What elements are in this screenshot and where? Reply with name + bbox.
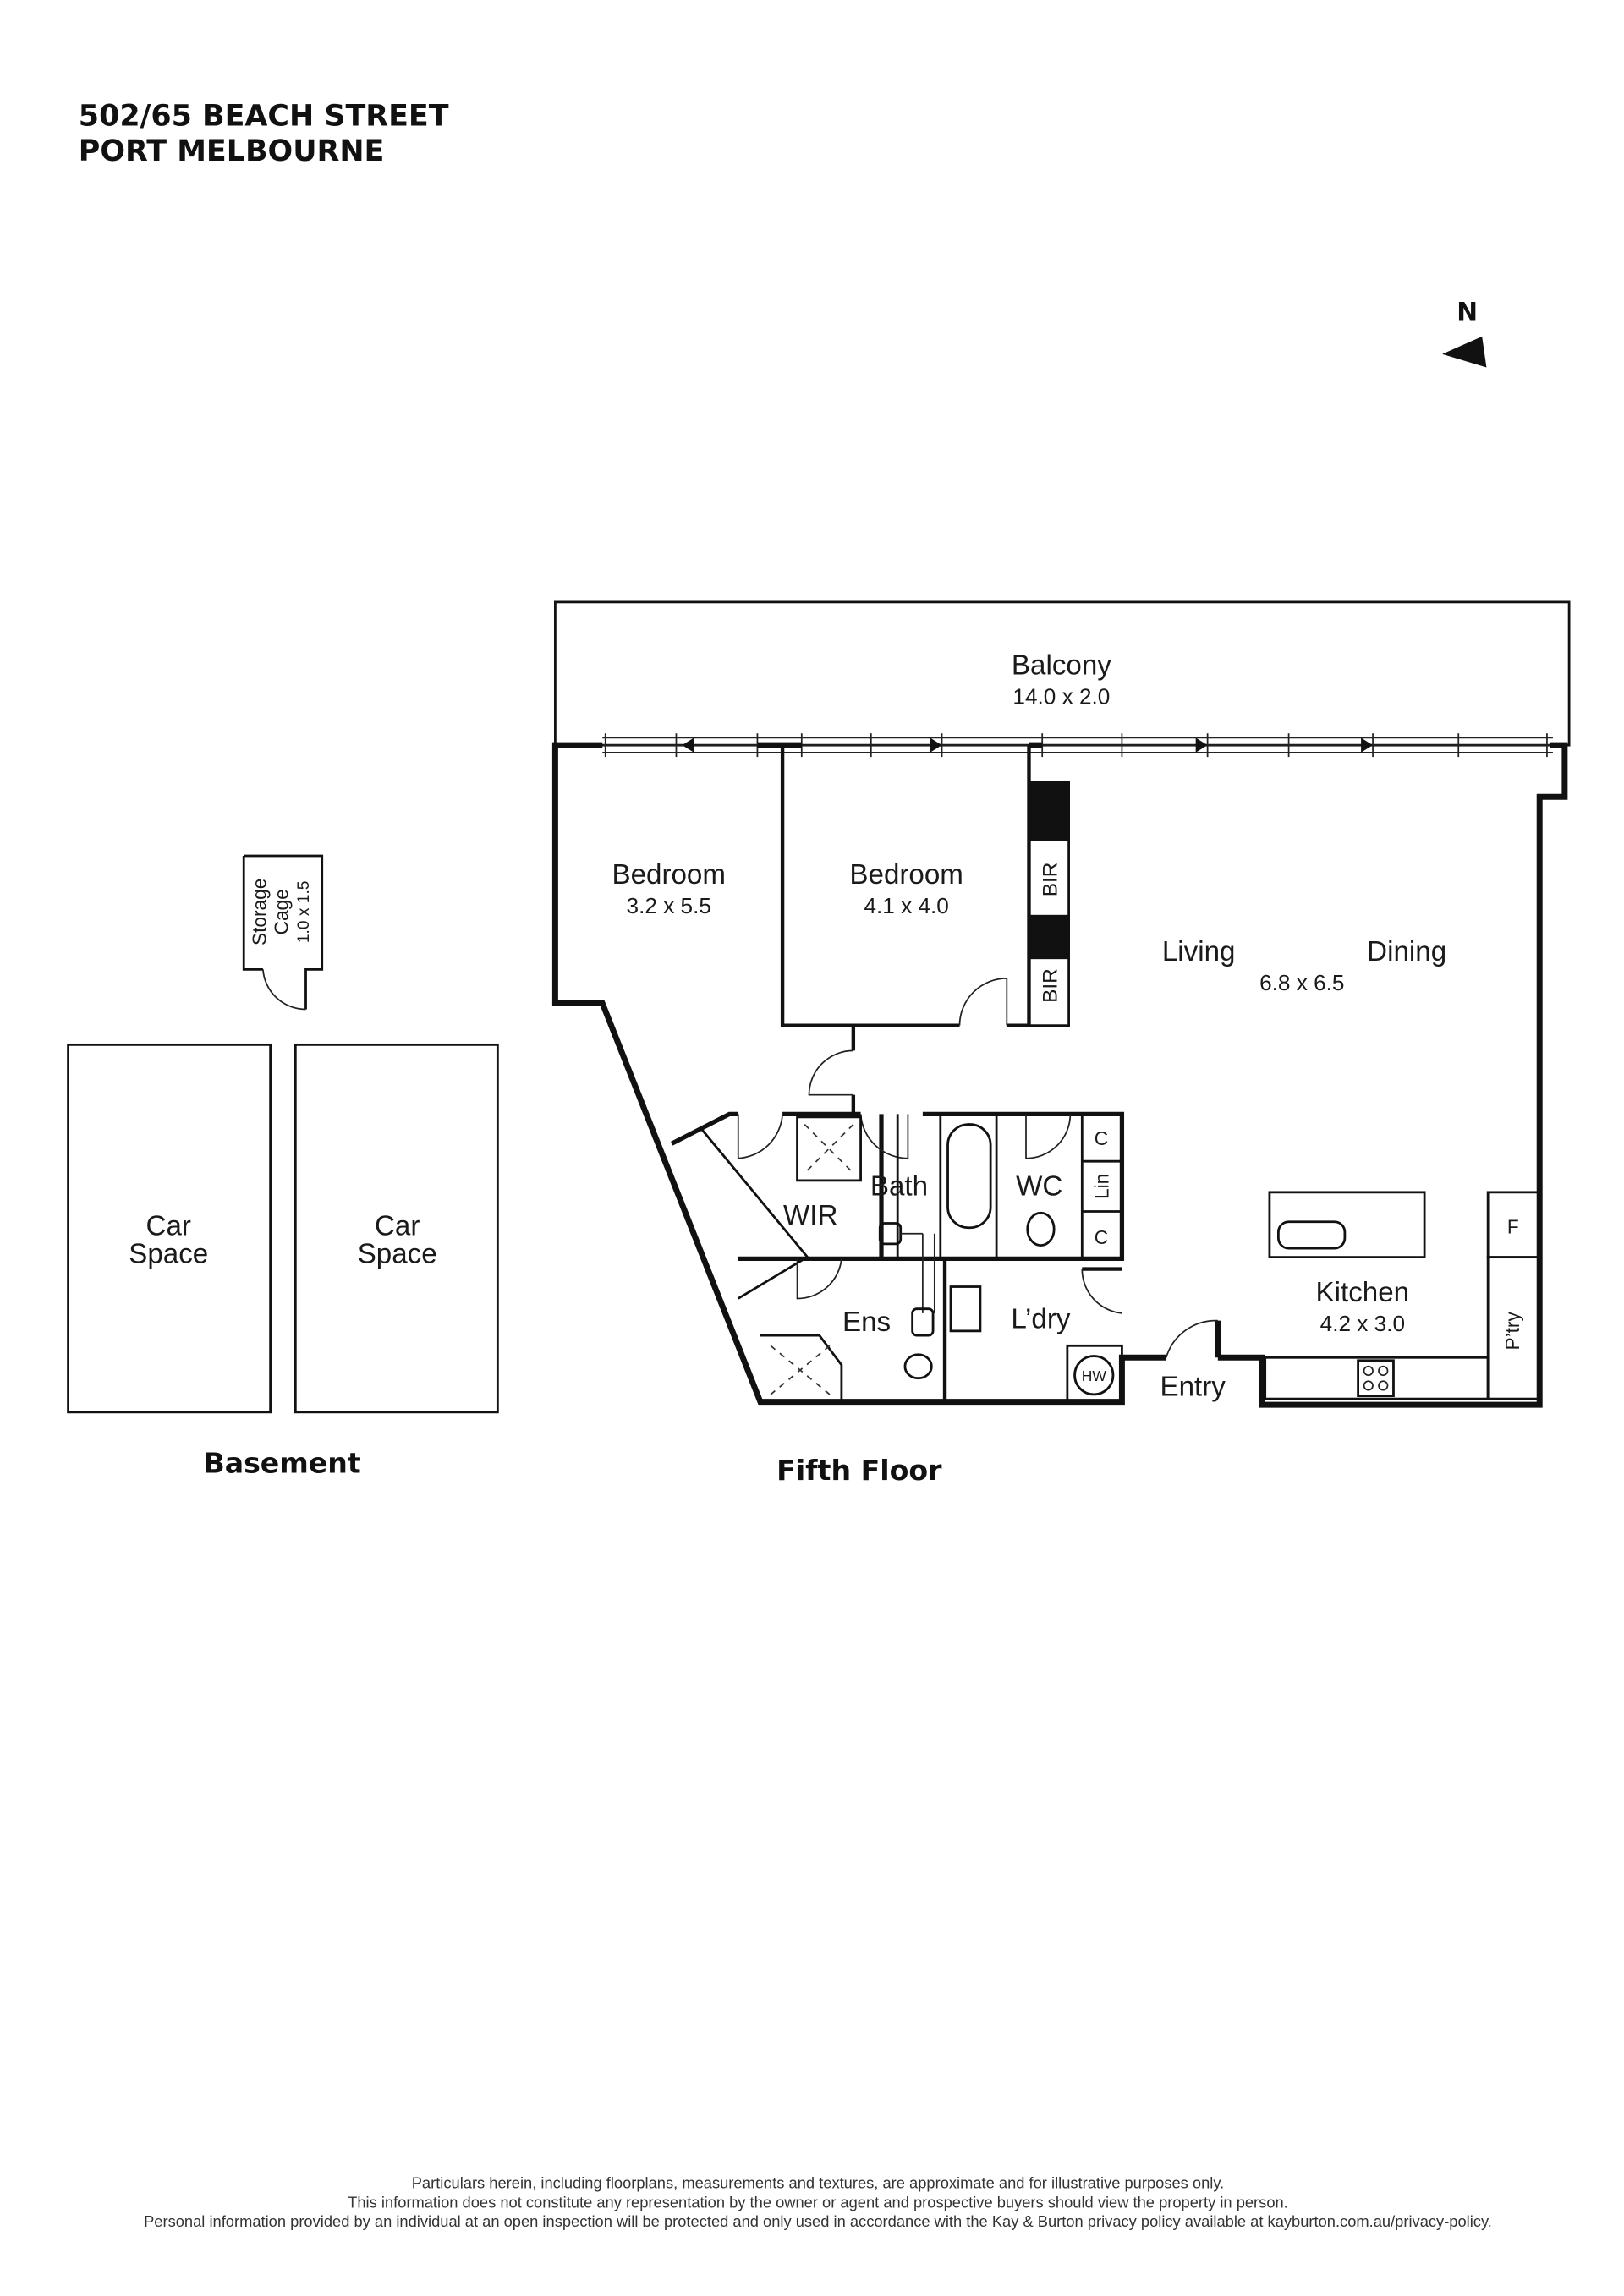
toilet-icon [1026,1211,1056,1247]
storage-label-1: Storage [248,879,270,945]
storage-door-swing [262,969,306,1011]
disclaimer-line-3: Personal information provided by an indi… [144,2212,1492,2230]
basement-plan: Storage Cage 1.0 x 1.5 Car Space Car Spa… [67,854,499,1414]
pantry [1486,1256,1541,1400]
slider-arrow-icon [682,737,694,753]
balcony-label: Balcony [1012,649,1111,681]
car-space-2-label-1: Car [375,1210,420,1241]
bedroom1-dims: 3.2 x 5.5 [627,893,711,918]
fifth-floor-plan: BIR BIR HW [551,600,1571,1408]
hw-label: HW [1082,1367,1107,1384]
shower-base [796,1115,862,1182]
balcony-dims: 14.0 x 2.0 [1012,683,1110,709]
storage-cage-outline [242,854,324,1010]
living-dining-dims: 6.8 x 6.5 [1259,970,1344,995]
bedroom1-label: Bedroom [612,859,726,890]
bedroom2-dims: 4.1 x 4.0 [864,893,948,918]
cooktop-icon [1357,1359,1395,1398]
bedroom2-label: Bedroom [849,859,963,890]
dining-label: Dining [1367,936,1446,967]
slider-arrow-icon [1195,737,1208,753]
cupboard-label-2: C [1095,1226,1108,1248]
slider-arrow-icon [930,737,942,753]
bedroom2-door-swing [958,977,1008,1026]
laundry-label: L’dry [1011,1303,1070,1334]
wir-robe [700,1127,809,1300]
north-label: N [1457,297,1478,326]
address-line-1: 502/65 BEACH STREET [79,99,449,133]
kitchen-bench [1264,1356,1490,1400]
level-label-basement: Basement [203,1446,360,1479]
storage-dims: 1.0 x 1.5 [295,881,313,944]
disclaimer-line-2: This information does not constitute any… [348,2193,1288,2211]
ensuite-label: Ens [842,1307,891,1338]
bir-label-1: BIR [1040,863,1062,897]
fridge-label: F [1507,1216,1519,1238]
bir-label-2: BIR [1040,968,1062,1003]
toilet-icon [903,1353,933,1380]
bath-label: Bath [870,1170,928,1202]
slider-arrow-icon [1361,737,1374,753]
hot-water-icon [1073,1355,1115,1396]
linen-label: Lin [1091,1174,1113,1199]
car-space-2 [294,1043,499,1414]
address-line-2: PORT MELBOURNE [79,134,385,168]
kitchen-dims: 4.2 x 3.0 [1320,1311,1405,1336]
disclaimer-line-1: Particulars herein, including floorplans… [412,2174,1225,2192]
wir-label: WIR [783,1200,837,1231]
north-arrow-icon [1442,336,1487,368]
level-label-fifth-floor: Fifth Floor [776,1454,942,1487]
car-space-1 [67,1043,272,1414]
laundry-tub [949,1285,982,1333]
cupboard-label-1: C [1095,1127,1108,1149]
car-space-1-label-2: Space [129,1239,208,1270]
window-wall [602,733,1553,758]
basin-icon [911,1307,935,1337]
wet-area-walls [671,1111,1125,1261]
hall-door-swing [808,1049,853,1096]
entry-label: Entry [1160,1372,1226,1403]
entry-door-swing [1165,1319,1218,1358]
storage-label-2: Cage [271,889,293,934]
kitchen-island [1268,1191,1426,1259]
car-space-2-label-2: Space [358,1239,437,1270]
bathtub [946,1123,992,1230]
sink-icon [1276,1220,1347,1250]
wc-label: WC [1016,1170,1062,1202]
kitchen-label: Kitchen [1316,1277,1410,1308]
pantry-label: P’try [1501,1312,1523,1351]
living-label: Living [1162,936,1236,967]
car-space-1-label-1: Car [146,1210,191,1241]
